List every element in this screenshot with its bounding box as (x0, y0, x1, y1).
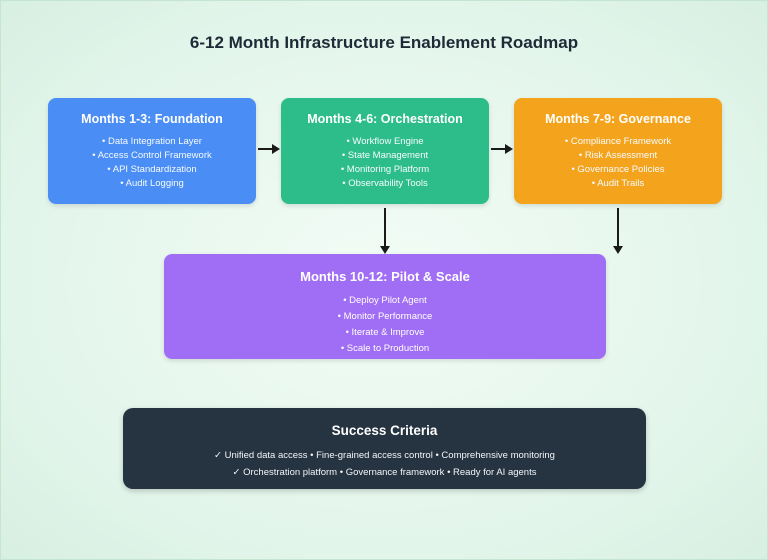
success-criteria-line: ✓ Orchestration platform • Governance fr… (232, 467, 537, 478)
success-criteria-panel: Success Criteria ✓ Unified data access •… (123, 408, 646, 489)
phase-box-governance: Months 7-9: Governance Compliance Framew… (514, 98, 722, 204)
phase-item: Access Control Framework (48, 151, 256, 161)
phase-item: API Standardization (48, 165, 256, 175)
phase-title-foundation: Months 1-3: Foundation (81, 112, 223, 126)
phase-title-pilot-scale: Months 10-12: Pilot & Scale (300, 269, 470, 284)
phase-item: Governance Policies (514, 165, 722, 175)
page-title: 6-12 Month Infrastructure Enablement Roa… (189, 33, 579, 52)
phase-item: Scale to Production (164, 344, 606, 354)
phase-box-foundation: Months 1-3: Foundation Data Integration … (48, 98, 256, 204)
phase-item: Workflow Engine (281, 137, 489, 147)
down-arrow-icon (380, 208, 390, 254)
phase-item: Data Integration Layer (48, 137, 256, 147)
success-criteria-line: ✓ Unified data access • Fine-grained acc… (214, 450, 555, 461)
down-arrow-icon (613, 208, 623, 254)
phase-box-pilot-scale: Months 10-12: Pilot & Scale Deploy Pilot… (164, 254, 606, 359)
phase-title-governance: Months 7-9: Governance (545, 112, 691, 126)
phase-item: Deploy Pilot Agent (164, 296, 606, 306)
phase-item: Audit Logging (48, 179, 256, 189)
phase-item: Monitor Performance (164, 312, 606, 322)
phase-item: Iterate & Improve (164, 328, 606, 338)
right-arrow-icon (258, 144, 280, 154)
success-criteria-title: Success Criteria (331, 423, 438, 438)
phase-item: Observability Tools (281, 179, 489, 189)
phase-item: Risk Assessment (514, 151, 722, 161)
phase-box-orchestration: Months 4-6: Orchestration Workflow Engin… (281, 98, 489, 204)
phase-title-orchestration: Months 4-6: Orchestration (307, 112, 463, 126)
right-arrow-icon (491, 144, 513, 154)
phase-item: Compliance Framework (514, 137, 722, 147)
phase-item: State Management (281, 151, 489, 161)
phase-item: Monitoring Platform (281, 165, 489, 175)
phase-item: Audit Trails (514, 179, 722, 189)
